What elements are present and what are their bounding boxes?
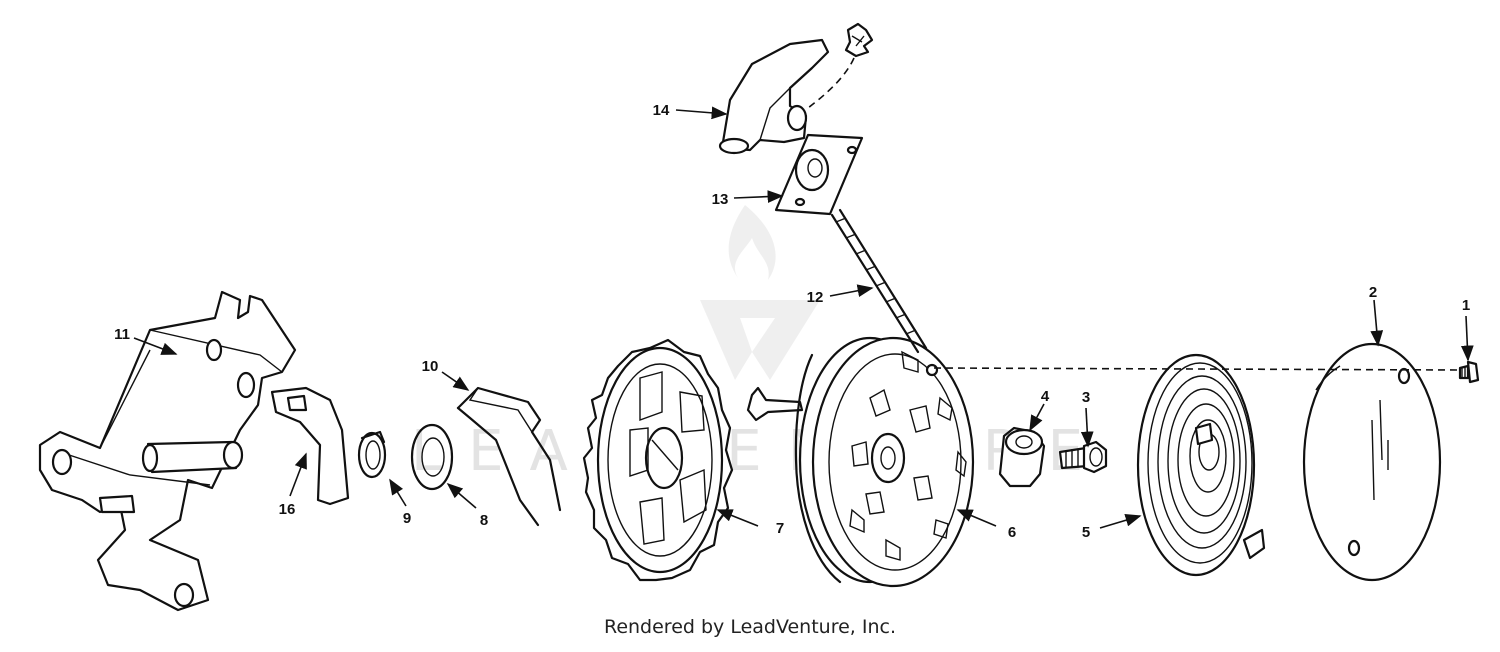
- assembly-dashed-line: [933, 367, 1459, 371]
- label-6: 6: [1008, 524, 1016, 541]
- label-14: 14: [653, 102, 670, 119]
- label-16: 16: [279, 501, 296, 518]
- label-8: 8: [480, 512, 488, 529]
- part-3-screw: [1058, 440, 1108, 474]
- part-1-screw: [1458, 360, 1480, 384]
- label-11: 11: [114, 326, 130, 343]
- rope-dashed-path: [807, 57, 855, 109]
- watermark-logo: [700, 205, 820, 380]
- part-8-washer: [410, 423, 454, 491]
- part-5-recoil-spring: [1136, 353, 1266, 577]
- label-13: 13: [712, 191, 729, 208]
- label-2: 2: [1369, 284, 1377, 301]
- label-1: 1: [1462, 297, 1470, 314]
- label-5: 5: [1082, 524, 1090, 541]
- label-4: 4: [1041, 388, 1050, 405]
- label-12: 12: [807, 289, 824, 306]
- label-7: 7: [776, 520, 784, 537]
- part-7-gear: [582, 338, 734, 582]
- leader-arrows: [133, 106, 1474, 529]
- part-2-cover: [1302, 342, 1442, 582]
- footer-credit: Rendered by LeadVenture, Inc.: [603, 616, 897, 638]
- label-9: 9: [403, 510, 411, 527]
- label-3: 3: [1082, 389, 1090, 406]
- part-13-rope-guide: [774, 133, 864, 216]
- part-6-pulley: [746, 336, 975, 588]
- part-9-retaining-ring: [357, 430, 387, 479]
- part-14-handle: [718, 38, 830, 155]
- part-4-bushing: [998, 426, 1046, 488]
- part-10-wire-spring: [456, 386, 562, 527]
- label-10: 10: [422, 358, 439, 375]
- part-16-pawl: [270, 386, 350, 506]
- part-11-bracket: [38, 290, 297, 612]
- rope-knot: [844, 22, 874, 58]
- part-12-rope: [830, 208, 928, 354]
